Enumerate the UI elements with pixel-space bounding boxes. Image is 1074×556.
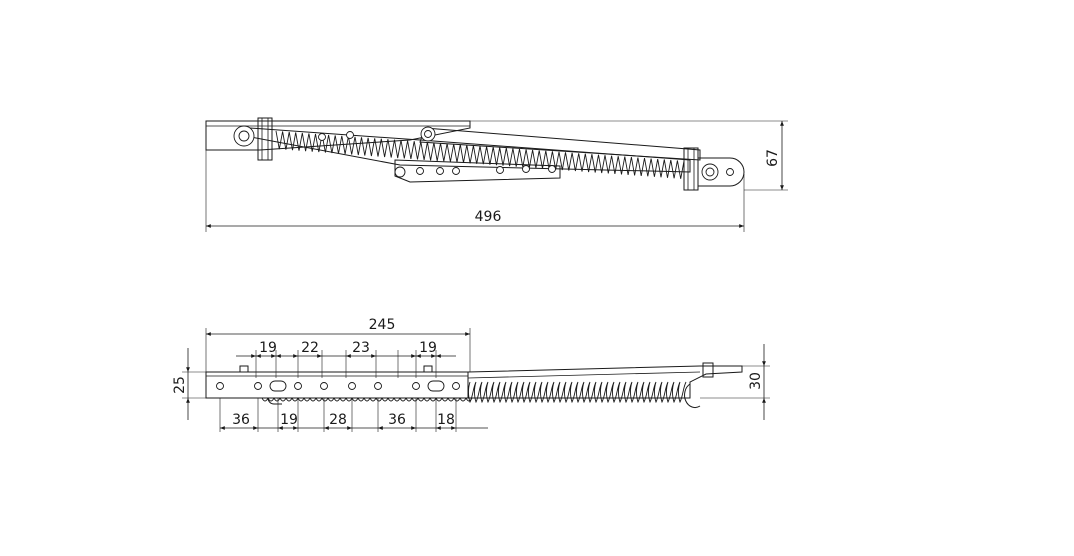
spring-path — [275, 130, 685, 179]
top-lower-arm — [239, 127, 691, 173]
rack-path — [261, 397, 473, 402]
top-left-pivot — [233, 117, 273, 161]
bar-hole — [412, 382, 420, 390]
plate-hole — [318, 133, 326, 141]
bar-hole — [294, 382, 302, 390]
bottom-long-arm — [467, 365, 743, 399]
top-right-bracket — [683, 147, 745, 191]
upper-dim-label-1: 19 — [259, 340, 277, 356]
dimension-label-496: 496 — [475, 209, 502, 225]
bar-hole — [320, 382, 328, 390]
dimension-overall-length: 496 — [205, 150, 745, 232]
plate-hole — [416, 167, 424, 175]
dimension-chain-lower: 36 19 28 36 18 — [219, 398, 488, 432]
bar-hole — [374, 382, 382, 390]
bottom-holes — [216, 382, 460, 390]
dimension-245: 245 — [205, 317, 471, 372]
lower-dim-label-5: 18 — [437, 412, 455, 428]
upper-dim-label-3: 23 — [352, 340, 370, 356]
lower-dim-label-3: 28 — [329, 412, 347, 428]
plate-hole — [548, 165, 556, 173]
dimension-30: 30 — [700, 344, 770, 420]
bar-hole — [216, 382, 224, 390]
bottom-tab-middle — [423, 365, 433, 373]
dimension-label-245: 245 — [369, 317, 396, 333]
upper-dim-label-4: 19 — [419, 340, 437, 356]
bottom-slot-left — [269, 380, 287, 392]
bottom-right-pin — [702, 362, 714, 378]
bar-hole — [254, 382, 262, 390]
upper-dim-label-2: 22 — [301, 340, 319, 356]
bottom-rack-teeth — [261, 397, 473, 402]
plate-hole — [436, 167, 444, 175]
top-spring-coil — [275, 130, 685, 179]
plate-hole — [452, 167, 460, 175]
dimension-label-25: 25 — [172, 376, 188, 394]
bottom-slot-right — [427, 380, 445, 392]
top-middle-pivot — [394, 126, 436, 178]
bottom-right-hook — [684, 383, 701, 409]
top-view-stay — [205, 117, 745, 191]
dimension-label-67: 67 — [765, 149, 781, 167]
dimension-label-30: 30 — [748, 372, 764, 390]
plate-hole — [346, 131, 354, 139]
plate-hole — [522, 165, 530, 173]
dimension-chain-upper: 19 22 23 19 — [236, 340, 456, 378]
plate-hole — [496, 166, 504, 174]
lower-dim-label-4: 36 — [388, 412, 406, 428]
coil-path — [468, 381, 687, 404]
top-plate-holes — [318, 131, 556, 175]
bottom-view-stay — [205, 362, 743, 409]
bar-hole — [348, 382, 356, 390]
dimension-height-67: 67 — [470, 120, 788, 191]
bar-hole — [452, 382, 460, 390]
dimension-25: 25 — [172, 348, 206, 420]
bottom-tab-left — [239, 365, 249, 373]
bottom-spring-coil — [468, 381, 687, 404]
lower-dim-label-1: 36 — [232, 412, 250, 428]
lower-dim-label-2: 19 — [280, 412, 298, 428]
